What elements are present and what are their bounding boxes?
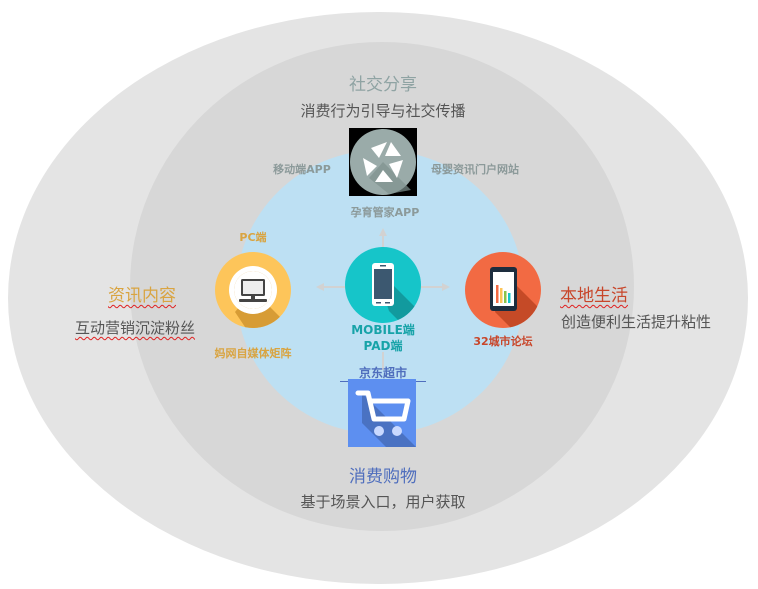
shopping-cart-icon xyxy=(348,379,416,447)
social-share-title: 社交分享 xyxy=(349,75,417,95)
content-title: 资讯内容 xyxy=(108,286,176,306)
local-life-subtitle: 创造便利生活提升粘性 xyxy=(560,313,711,331)
desktop-computer-icon xyxy=(215,252,291,328)
mobile-label: MOBILE端 xyxy=(351,323,415,337)
local-life-title: 本地生活 xyxy=(560,286,628,306)
portal-site-note: 母婴资讯门户网站 xyxy=(431,163,519,176)
pc-note: PC端 xyxy=(239,231,267,244)
camera-aperture-icon xyxy=(349,128,417,196)
pad-label: PAD端 xyxy=(363,339,403,353)
tablet-chart-icon xyxy=(465,252,541,328)
smartphone-icon xyxy=(345,247,421,323)
content-subtitle: 互动营销沉淀粉丝 xyxy=(74,319,195,337)
media-matrix-label: 妈网自媒体矩阵 xyxy=(214,347,292,360)
city-forum-label: 32城市论坛 xyxy=(473,335,533,348)
shopping-subtitle: 基于场景入口，用户获取 xyxy=(300,493,466,511)
shopping-title: 消费购物 xyxy=(349,467,417,487)
social-share-subtitle: 消费行为引导与社交传播 xyxy=(300,102,466,120)
mobile-app-note: 移动端APP xyxy=(273,163,331,176)
app-label: 孕育管家APP xyxy=(350,206,420,219)
